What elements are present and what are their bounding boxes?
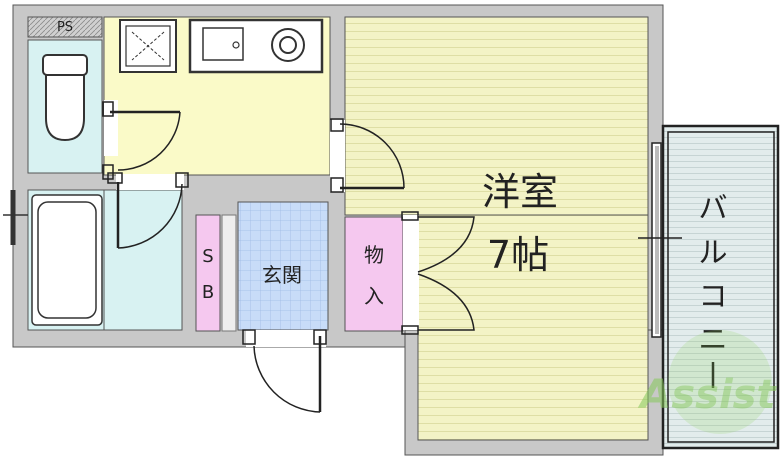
- western-room-size: 7帖: [487, 233, 549, 277]
- toilet-room: [27, 39, 103, 174]
- balcony-char-4: ニ: [698, 322, 727, 356]
- balcony: バ ル コ ニ: [661, 124, 780, 450]
- ps-label: PS: [57, 20, 73, 35]
- refrigerator-icon: [119, 19, 177, 73]
- sb-char-2: B: [202, 282, 214, 303]
- sb-char-1: S: [202, 246, 213, 267]
- toilet-bowl-icon: [45, 74, 85, 142]
- toilet-door-icon: [102, 100, 181, 180]
- balcony-window-icon: [638, 142, 682, 338]
- front-door-icon: [242, 329, 327, 413]
- watermark-text: Assist: [637, 372, 777, 418]
- bathroom: [3, 189, 105, 331]
- closet-char-2: 入: [364, 284, 384, 308]
- entrance: 玄関: [237, 201, 329, 331]
- shoe-box: S B: [195, 214, 237, 332]
- entrance-label: 玄関: [262, 263, 302, 287]
- closet: 物 入: [344, 216, 404, 332]
- closet-door-icon: [401, 211, 475, 335]
- washroom-door-icon: [107, 172, 189, 249]
- toilet-tank-icon: [42, 54, 88, 76]
- balcony-char-1: バ: [698, 191, 727, 225]
- western-room: 洋室 7帖: [344, 16, 649, 441]
- washroom: [103, 189, 183, 331]
- closet-char-1: 物: [364, 243, 384, 267]
- watermark-logo: Assist: [637, 330, 777, 434]
- balcony-char-3: コ: [698, 279, 727, 313]
- western-room-name: 洋室: [482, 170, 558, 214]
- balcony-char-2: ル: [698, 235, 727, 269]
- room-door-icon: [330, 118, 405, 193]
- kitchen: [103, 16, 331, 176]
- ps-room: PS: [27, 16, 103, 38]
